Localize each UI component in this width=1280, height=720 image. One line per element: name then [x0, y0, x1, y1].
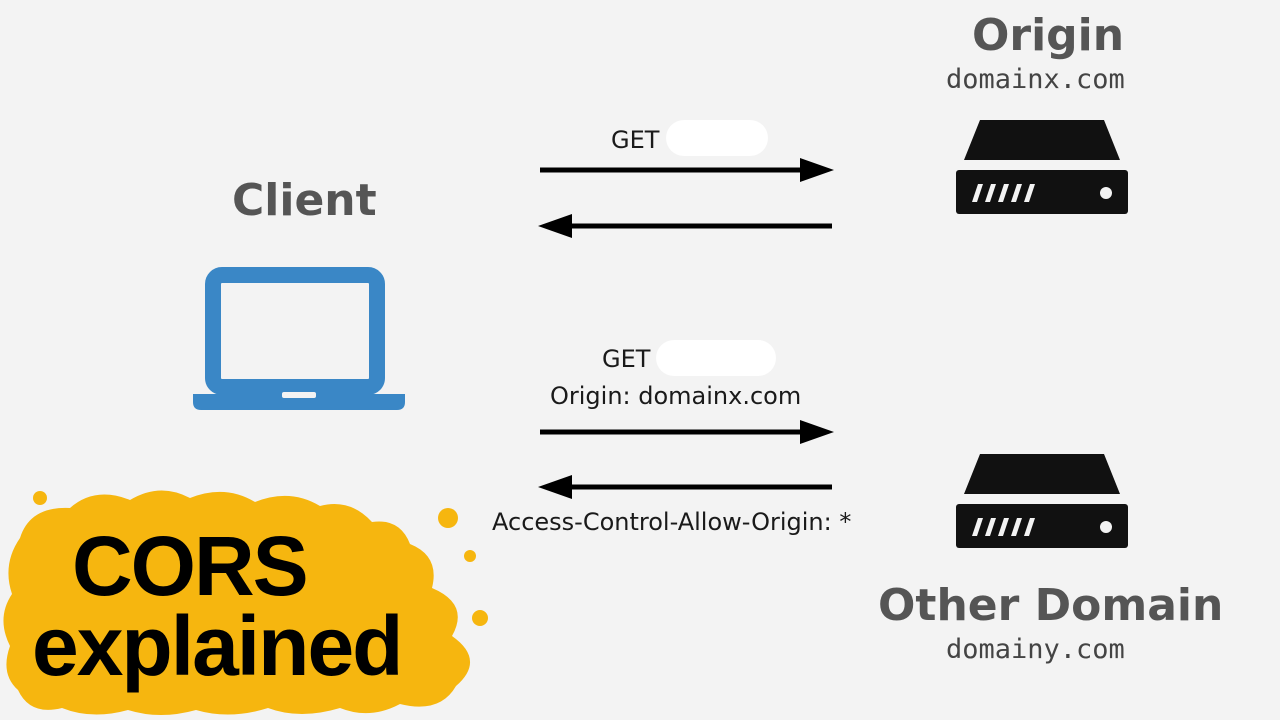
origin-header-label: Origin: domainx.com [550, 382, 802, 410]
origin-title: Origin [972, 10, 1125, 61]
client-title: Client [232, 175, 377, 226]
other-domain-title: Other Domain [878, 580, 1224, 631]
request-arrow-to-origin [540, 158, 834, 182]
laptop-icon [193, 267, 405, 410]
banner-title-explained: explained [32, 599, 403, 693]
other-domain-server-icon [956, 454, 1128, 548]
cross-origin-get-label: GET [602, 345, 651, 373]
request-arrow-to-other-domain [540, 420, 834, 444]
redacted-path [666, 120, 768, 156]
origin-server-icon [956, 120, 1128, 214]
response-arrow-from-origin [538, 214, 832, 238]
other-domain-domain: domainy.com [946, 634, 1125, 665]
same-origin-get-label: GET [611, 126, 660, 154]
banner-title-cors: CORS [72, 519, 309, 613]
origin-domain: domainx.com [946, 64, 1125, 95]
redacted-path [656, 340, 776, 376]
acao-header-label: Access-Control-Allow-Origin: * [492, 508, 852, 536]
banner-paint-splash [3, 490, 488, 715]
response-arrow-from-other-domain [538, 475, 832, 499]
